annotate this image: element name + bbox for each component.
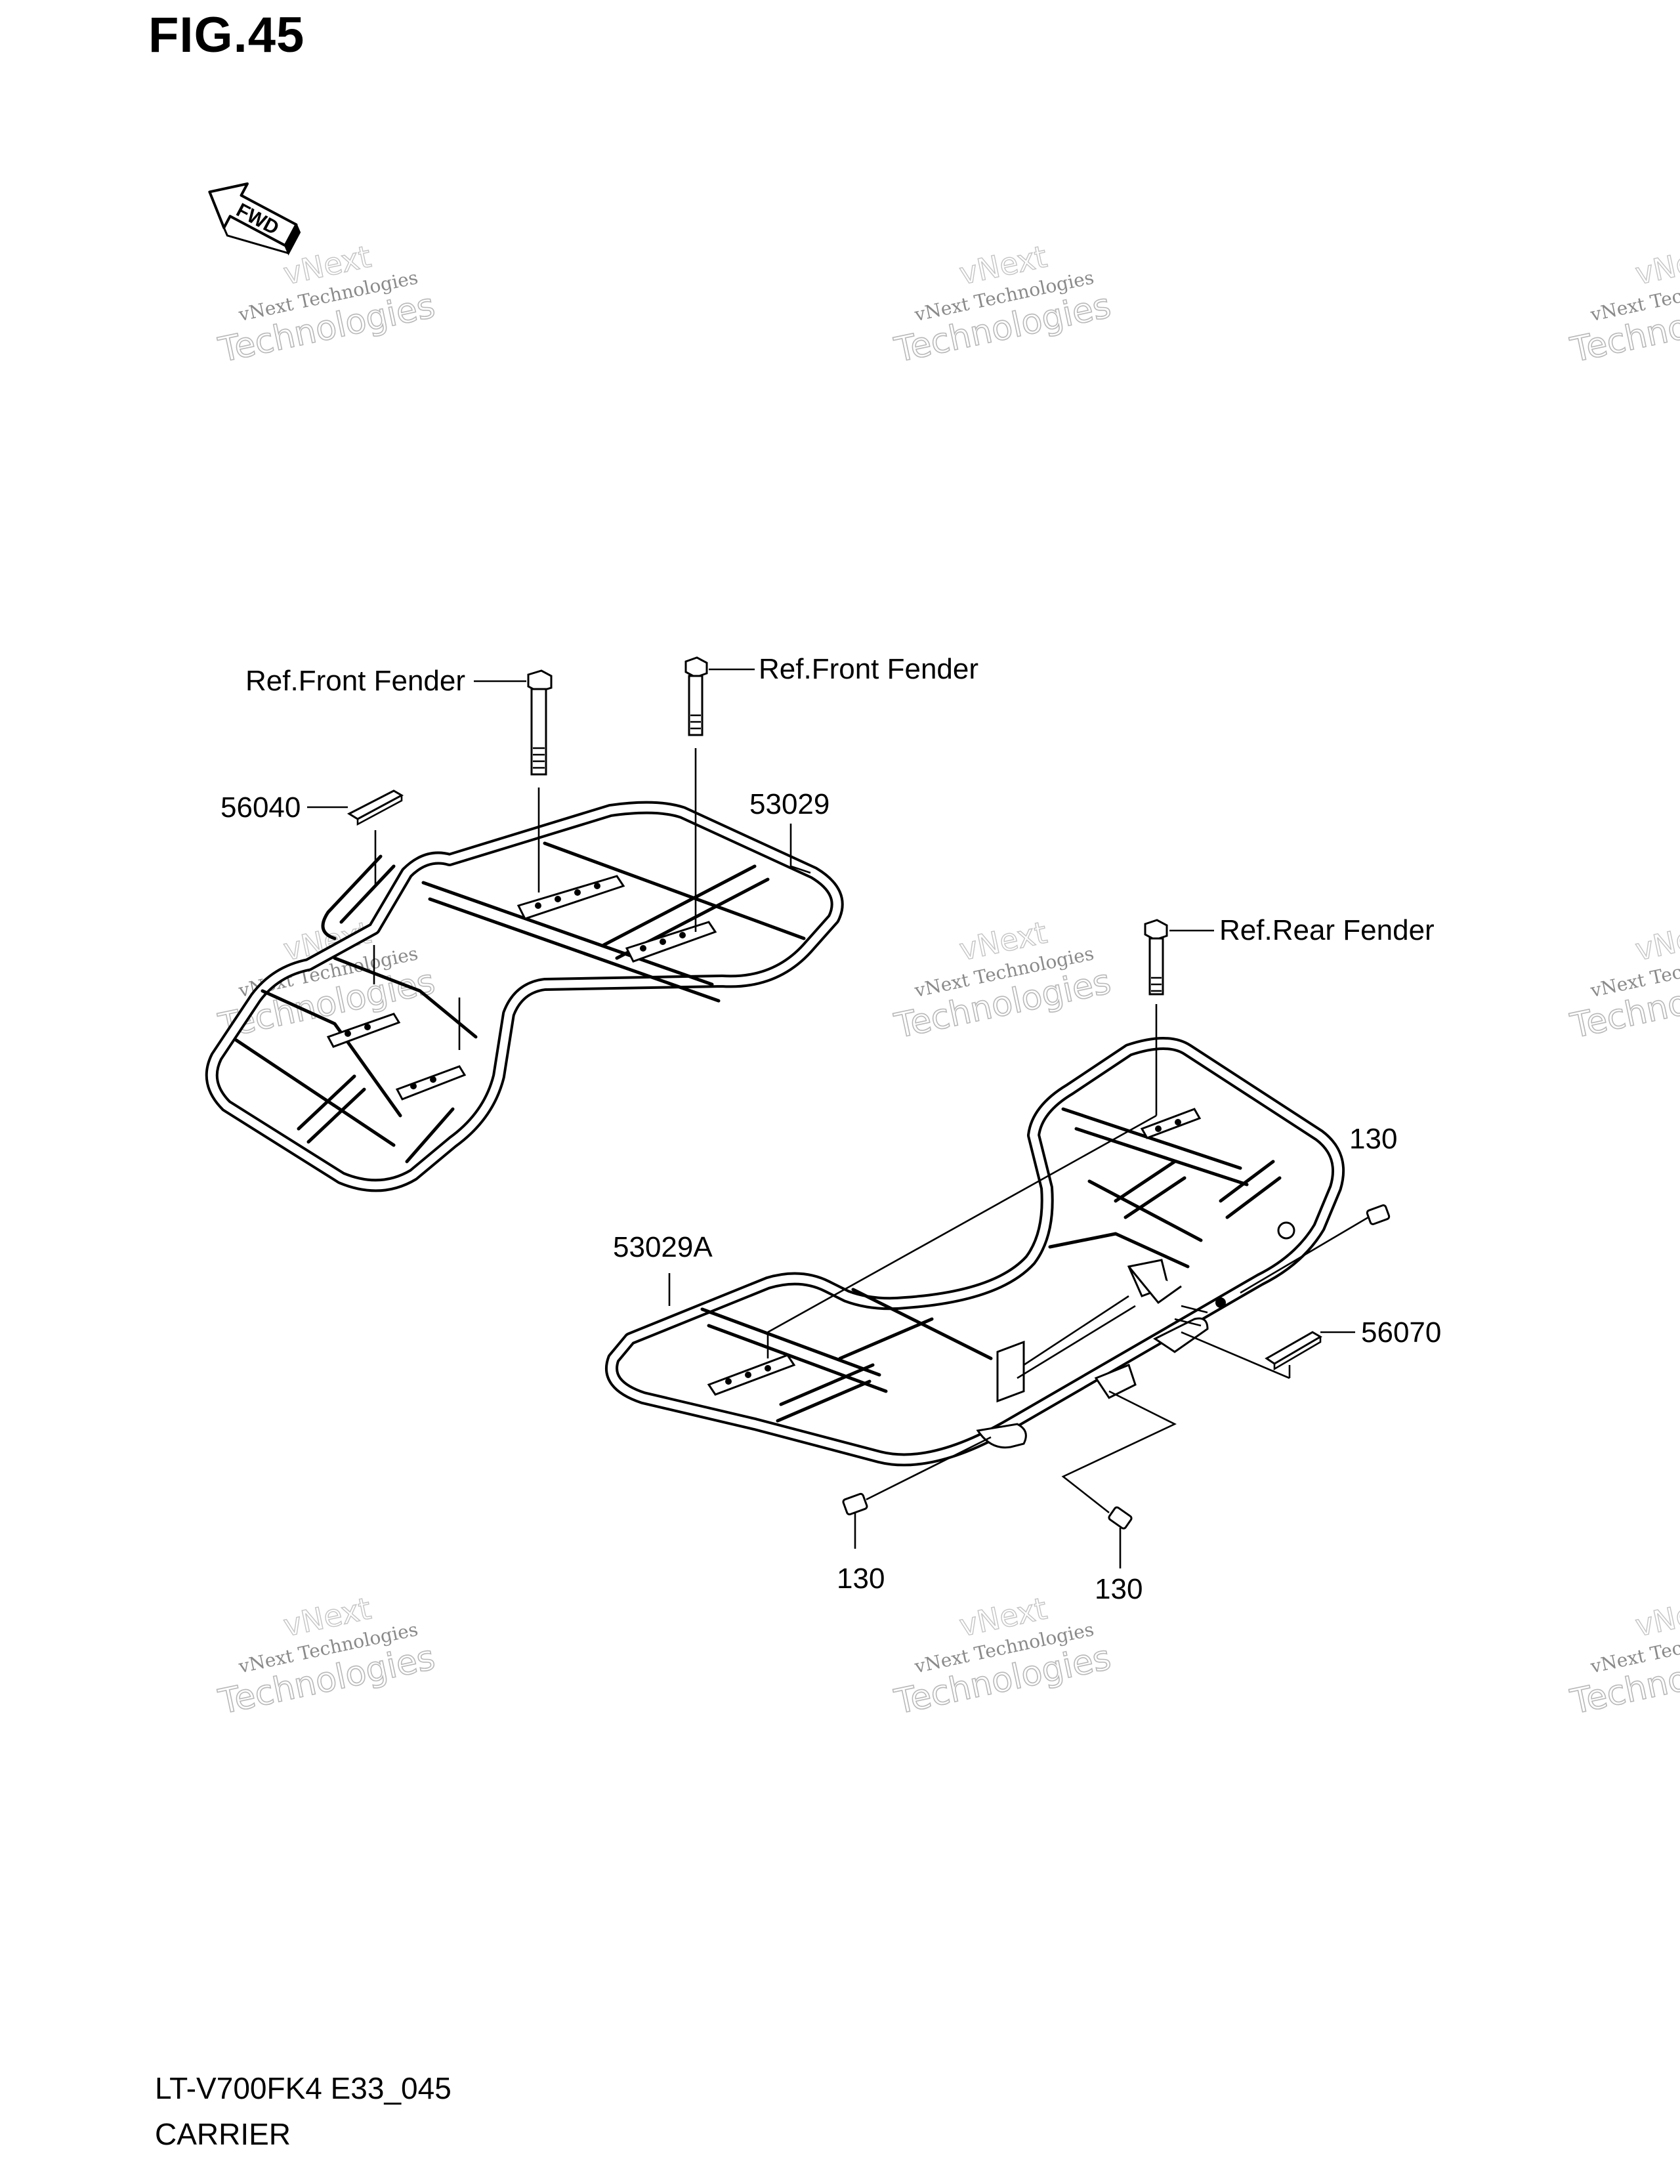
- model-code-caption: LT-V700FK4 E33_045: [155, 2071, 452, 2105]
- label-56070-icon: [1265, 1331, 1322, 1371]
- watermark: vNext vNext Technologies Technologies: [1566, 238, 1680, 371]
- figure-title: FIG.45: [148, 7, 305, 63]
- watermarks: vNext vNext Technologies Technologies vN…: [215, 238, 1680, 1723]
- callout-56070: 56070: [1361, 1316, 1441, 1349]
- callout-ref-front-fender-left: Ref.Front Fender: [245, 665, 465, 697]
- callout-53029A: 53029A: [613, 1231, 713, 1263]
- callout-ref-front-fender-right: Ref.Front Fender: [759, 653, 978, 685]
- bolt-130-bottom-left-icon: [842, 1436, 992, 1549]
- svg-text:vNext: vNext: [1632, 915, 1680, 968]
- watermark: vNext vNext Technologies Technologies: [1566, 914, 1680, 1047]
- leader-lines: [307, 668, 1355, 1379]
- watermark: vNext vNext Technologies Technologies: [215, 238, 439, 371]
- watermark: vNext vNext Technologies Technologies: [215, 1590, 439, 1723]
- watermark: vNext vNext Technologies Technologies: [1566, 1590, 1680, 1723]
- section-name-caption: CARRIER: [155, 2117, 291, 2151]
- watermark: vNext vNext Technologies Technologies: [891, 238, 1115, 371]
- rear-bolt-icon: [766, 919, 1168, 1358]
- callout-130-right: 130: [1349, 1123, 1397, 1155]
- front-carrier-53029: [205, 801, 844, 1192]
- svg-text:vNext: vNext: [1632, 1591, 1680, 1644]
- front-bolt-left-icon: [527, 669, 553, 892]
- watermark: vNext vNext Technologies Technologies: [891, 1590, 1115, 1723]
- callout-ref-rear-fender: Ref.Rear Fender: [1219, 914, 1435, 946]
- bolt-130-bottom-right-icon: [1061, 1390, 1177, 1568]
- rear-carrier-53029A: [605, 1037, 1345, 1467]
- svg-text:vNext: vNext: [1632, 239, 1680, 292]
- callout-56040: 56040: [220, 791, 301, 824]
- label-56040-icon: [346, 789, 404, 826]
- callout-130-bottom-left: 130: [837, 1563, 885, 1595]
- callout-53029: 53029: [749, 788, 830, 820]
- fwd-arrow-icon: FWD: [208, 182, 301, 256]
- front-bolt-right-icon: [684, 656, 708, 932]
- callout-130-bottom-right: 130: [1095, 1573, 1143, 1605]
- bolt-130-right-icon: [1240, 1204, 1391, 1294]
- watermark: vNext vNext Technologies Technologies: [891, 914, 1115, 1047]
